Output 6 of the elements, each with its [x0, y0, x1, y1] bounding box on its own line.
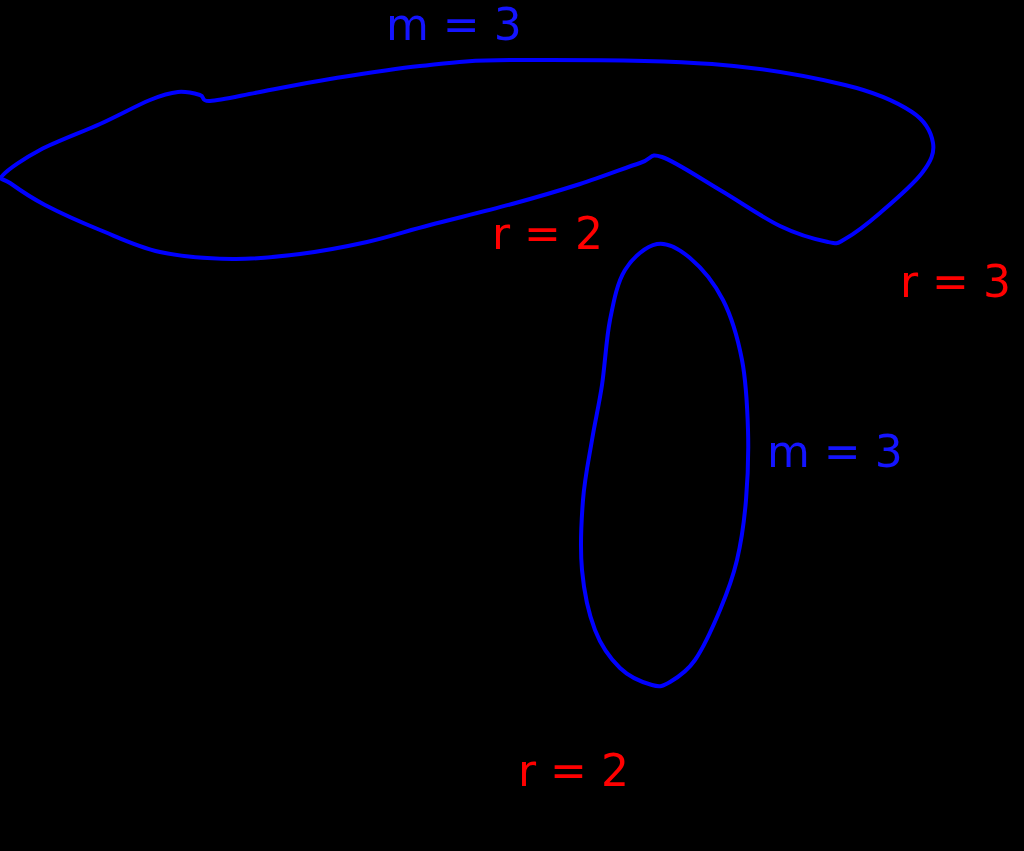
equation-label: r = 3	[900, 260, 1011, 304]
equation-label: m = 3	[767, 430, 903, 474]
equation-label: r = 2	[518, 749, 629, 793]
equation-label: r = 2	[492, 212, 603, 256]
equation-label: m = 3	[386, 3, 522, 47]
closed-curve	[0, 57, 936, 261]
